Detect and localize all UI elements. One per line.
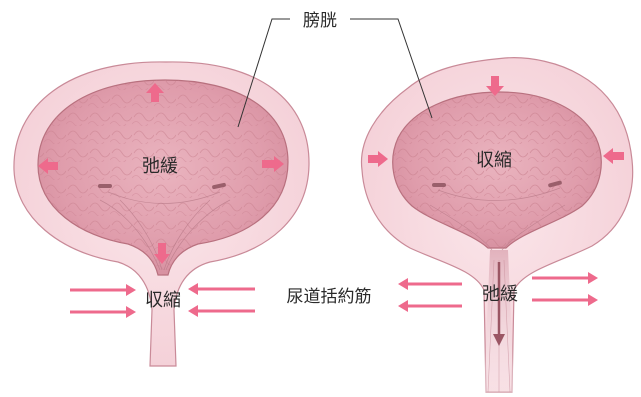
left-squeeze-arrowhead-3 [188,283,198,295]
left-wall-state-label: 弛緩 [142,156,178,177]
left-squeeze-arrowhead-2 [126,306,136,318]
left-ureter-opening [98,184,112,188]
right-relax-arrowhead-3 [588,272,598,284]
right-relax-arrowhead-4 [588,294,598,306]
bladder-label: 膀胱 [303,11,337,31]
right-sphincter-state-label: 弛緩 [482,284,518,305]
right-ureter-opening-left [432,183,446,187]
left-sphincter-state-label: 収縮 [145,290,181,311]
right-wall-state-label: 収縮 [476,150,512,171]
right-relax-arrowhead-1 [398,278,408,290]
sphincter-label: 尿道括約筋 [287,287,372,307]
left-squeeze-arrowhead-4 [188,305,198,317]
right-relax-arrowhead-2 [398,300,408,312]
left-bladder [14,62,309,366]
left-squeeze-arrowhead-1 [126,284,136,296]
